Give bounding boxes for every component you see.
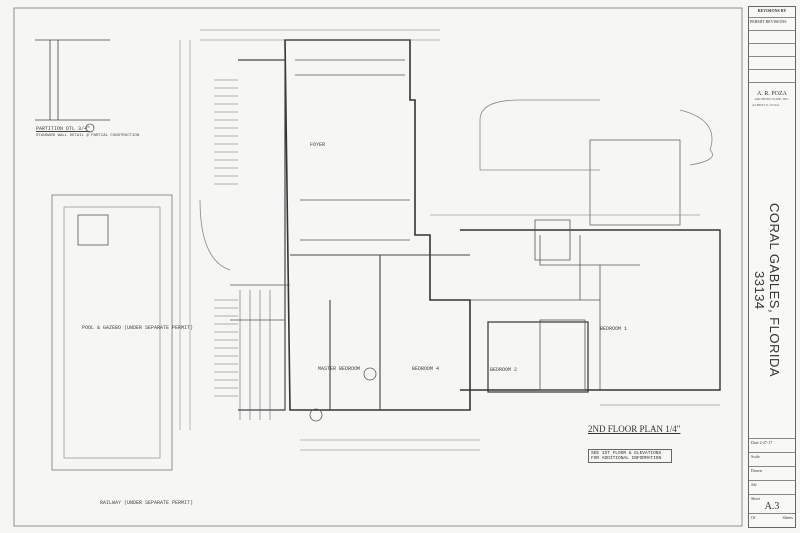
firm-subtitle: ARCHITECTURE, INC. <box>754 97 790 101</box>
date-row: Date 2-27-17 <box>749 438 795 452</box>
room-label-foyer: FOYER <box>310 142 326 148</box>
date-value: 2-27-17 <box>759 440 773 445</box>
drawn-row: Drawn <box>749 466 795 480</box>
by-label: BY <box>780 8 787 13</box>
sheet-label: Sheet <box>751 496 760 501</box>
room-label-bedroom-4: BEDROOM 4 <box>412 366 440 372</box>
pool-label: POOL & GAZEBO (UNDER SEPARATE PERMIT) <box>82 325 194 331</box>
room-label-master-bedroom: MASTER BEDROOM <box>318 366 361 372</box>
title-block: REVISIONS BY PERMIT REVISIONS A. R. POZA… <box>748 6 796 528</box>
project-city: CORAL GABLES, FLORIDA 33134 <box>752 202 782 377</box>
detail-note: STANDARD WALL DETAIL @ PARTIAL CONSTRUCT… <box>36 134 140 138</box>
revisions-label: REVISIONS <box>757 8 780 13</box>
room-label-bedroom-1: BEDROOM 1 <box>600 326 628 332</box>
revision-row-empty <box>749 57 795 70</box>
of-label: Of <box>751 515 756 520</box>
revision-row-empty <box>749 44 795 57</box>
plan-title: 2ND FLOOR PLAN 1/4" <box>588 424 681 434</box>
job-row: Job <box>749 480 795 494</box>
detail-title: PARTITION DTL 3/4" <box>36 126 91 132</box>
revision-row-empty <box>749 31 795 44</box>
revisions-header: REVISIONS BY <box>749 7 795 18</box>
sheet-number: A.3 <box>764 501 780 512</box>
revision-row-empty <box>749 70 795 83</box>
scale-row: Scale <box>749 452 795 466</box>
revision-row: PERMIT REVISIONS <box>749 18 795 31</box>
driveway-label: RAILWAY (UNDER SEPARATE PERMIT) <box>100 500 194 506</box>
architect-name: ALBERT R. POZA <box>752 103 780 107</box>
plan-note: SEE 1ST FLOOR & ELEVATIONS FOR ADDITIONA… <box>588 449 672 463</box>
date-label: Date <box>751 440 759 445</box>
firm-name: A. R. POZA <box>756 91 787 97</box>
sheets-label: Sheets <box>782 515 793 520</box>
of-row: Of Sheets <box>749 513 795 527</box>
room-label-bedroom-2: BEDROOM 2 <box>490 367 518 373</box>
